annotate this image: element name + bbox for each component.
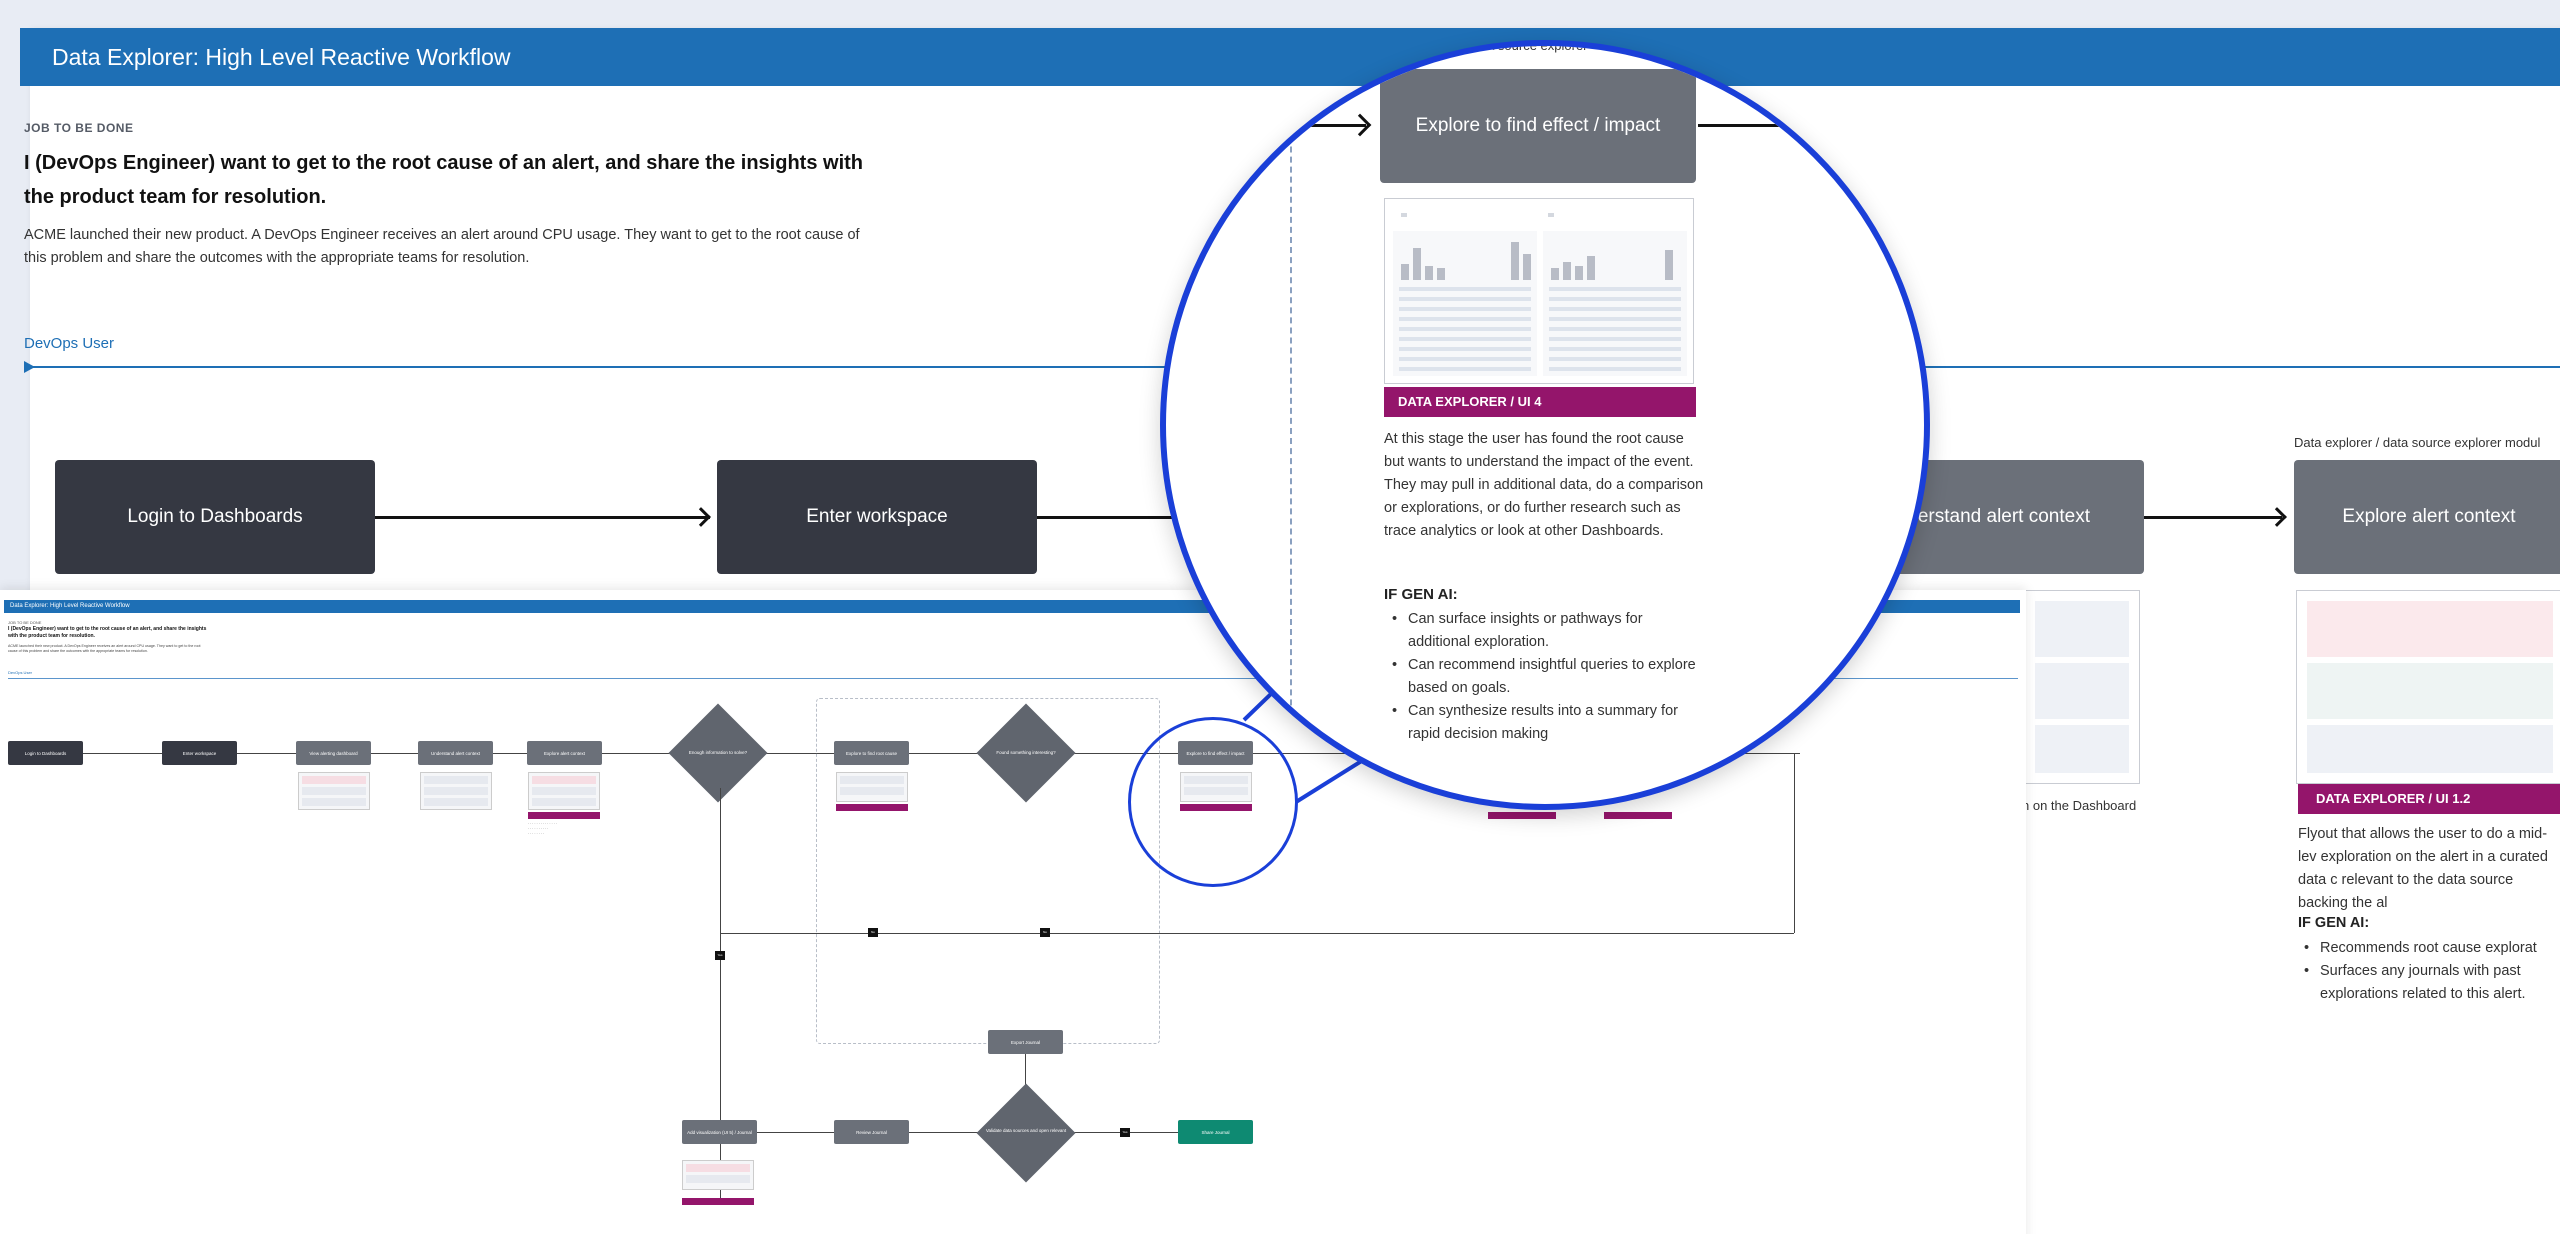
ui4-preview [1384,198,1694,384]
step-explore-alert-context[interactable]: Explore alert context [2294,460,2560,574]
genai-bullet: Can recommend insightful queries to expl… [1388,654,1708,700]
overview-loop-connector [720,933,1794,934]
genai-heading: IF GEN AI: [2298,915,2370,931]
step-login[interactable]: Login to Dashboards [55,460,375,574]
connector-line [1037,516,1197,519]
overview-chip: No [868,928,878,937]
overview-ui-tag [836,804,908,811]
swimlane-start-icon [24,361,35,373]
magnifier-connector-line [1698,124,1898,127]
overview-step-explore-alert[interactable]: Explore alert context [527,741,602,765]
overview-jtbd-label: JOB TO BE DONE [8,620,42,625]
genai-bullets: Can surface insights or pathways for add… [1388,608,1708,746]
overview-jtbd-title: I (DevOps Engineer) want to get to the r… [8,626,207,639]
persona-label: DevOps User [24,335,115,352]
overview-decision-label: Validate data sources and open relevant [985,1128,1067,1133]
jtbd-description: ACME launched their new product. A DevOp… [24,227,860,266]
overview-ui-tag [1604,812,1672,819]
overview-mock [528,772,600,810]
overview-ui-tag [528,812,600,819]
magnifier-dashed-guide [1290,46,1292,804]
preview-dot [1548,213,1554,217]
preview-pane [1543,231,1687,376]
step-explore-effect-impact[interactable]: Explore to find effect / impact [1380,69,1696,183]
genai-bullet: Surfaces any journals with past explorat… [2298,960,2560,1006]
overview-step-share[interactable]: Share Journal [1178,1120,1253,1144]
genai-bullets: Recommends root cause explorat Surfaces … [2298,937,2560,1006]
overview-swimlane [8,678,2018,679]
overview-note: · · · · · · · · · · · · · ·· · · · · · ·… [528,822,557,836]
overview-chip: No [1040,928,1050,937]
overview-step-understand-alert[interactable]: Understand alert context [418,741,493,765]
highlight-circle [1128,717,1298,887]
jtbd-title: I (DevOps Engineer) want to get to the r… [24,152,864,208]
module-caption: Data explorer / data source explorer mod… [2294,435,2541,450]
overview-ui-tag [682,1198,754,1205]
overview-step-root-cause[interactable]: Explore to find root cause [834,741,909,765]
overview-chip: Yes [1120,1128,1130,1137]
overview-mock [298,772,370,810]
overview-ui-tag [1488,812,1556,819]
overview-mock [420,772,492,810]
magnifier-caption: data source explorer [1469,40,1588,53]
overview-jtbd-description: ACME launched their new product. A DevOp… [8,644,201,653]
overview-down-connector [720,788,721,1198]
jtbd-label: JOB TO BE DONE [24,121,134,135]
arrow-right-icon [1348,113,1372,137]
explore-alert-description: Flyout that allows the user to do a mid-… [2298,826,2548,911]
overview-step-login[interactable]: Login to Dashboards [8,741,83,765]
step-enter-workspace[interactable]: Enter workspace [717,460,1037,574]
overview-mock [682,1160,754,1190]
genai-heading: IF GEN AI: [1384,586,1458,603]
overview-main-connector [80,753,1800,754]
connector-line [2144,516,2282,519]
overview-step-review[interactable]: Review Journal [834,1120,909,1144]
genai-bullet: Can synthesize results into a summary fo… [1388,700,1708,746]
preview-dot [1401,213,1407,217]
overview-decision-diamond[interactable] [976,1083,1076,1183]
ui-tag: DATA EXPLORER / UI 4 [1384,387,1696,417]
magnifier-connector-line [1166,124,1366,127]
overview-chip: Yes [715,951,725,960]
alert-context-mock [2024,590,2140,784]
dashboard-caption: n on the Dashboard [2022,798,2137,813]
overview-mock [836,772,908,802]
connector-line [375,516,710,519]
explore-alert-mock [2296,590,2560,784]
overview-persona: DevOps User [8,670,33,675]
genai-bullet: Recommends root cause explorat [2298,937,2560,960]
overview-decision-label: Found something interesting? [996,750,1056,755]
overview-loop-connector [1794,753,1795,933]
overview-step-alerting-dashboard[interactable]: View alerting dashboard [296,741,371,765]
effect-impact-description: At this stage the user has found the roo… [1384,431,1704,539]
overview-decision-label: Enough information to solve? [688,750,748,755]
ui-tag: DATA EXPLORER / UI 1.2 [2298,784,2560,814]
overview-step-add-visualization[interactable]: Add visualization (UI 5) / Journal [682,1120,757,1144]
zoom-magnifier: data source explorer Explore to find eff… [1160,40,1930,810]
genai-bullet: Can surface insights or pathways for add… [1388,608,1708,654]
overview-step-export[interactable]: Export Journal [988,1030,1063,1054]
overview-step-workspace[interactable]: Enter workspace [162,741,237,765]
preview-pane [1393,231,1537,376]
